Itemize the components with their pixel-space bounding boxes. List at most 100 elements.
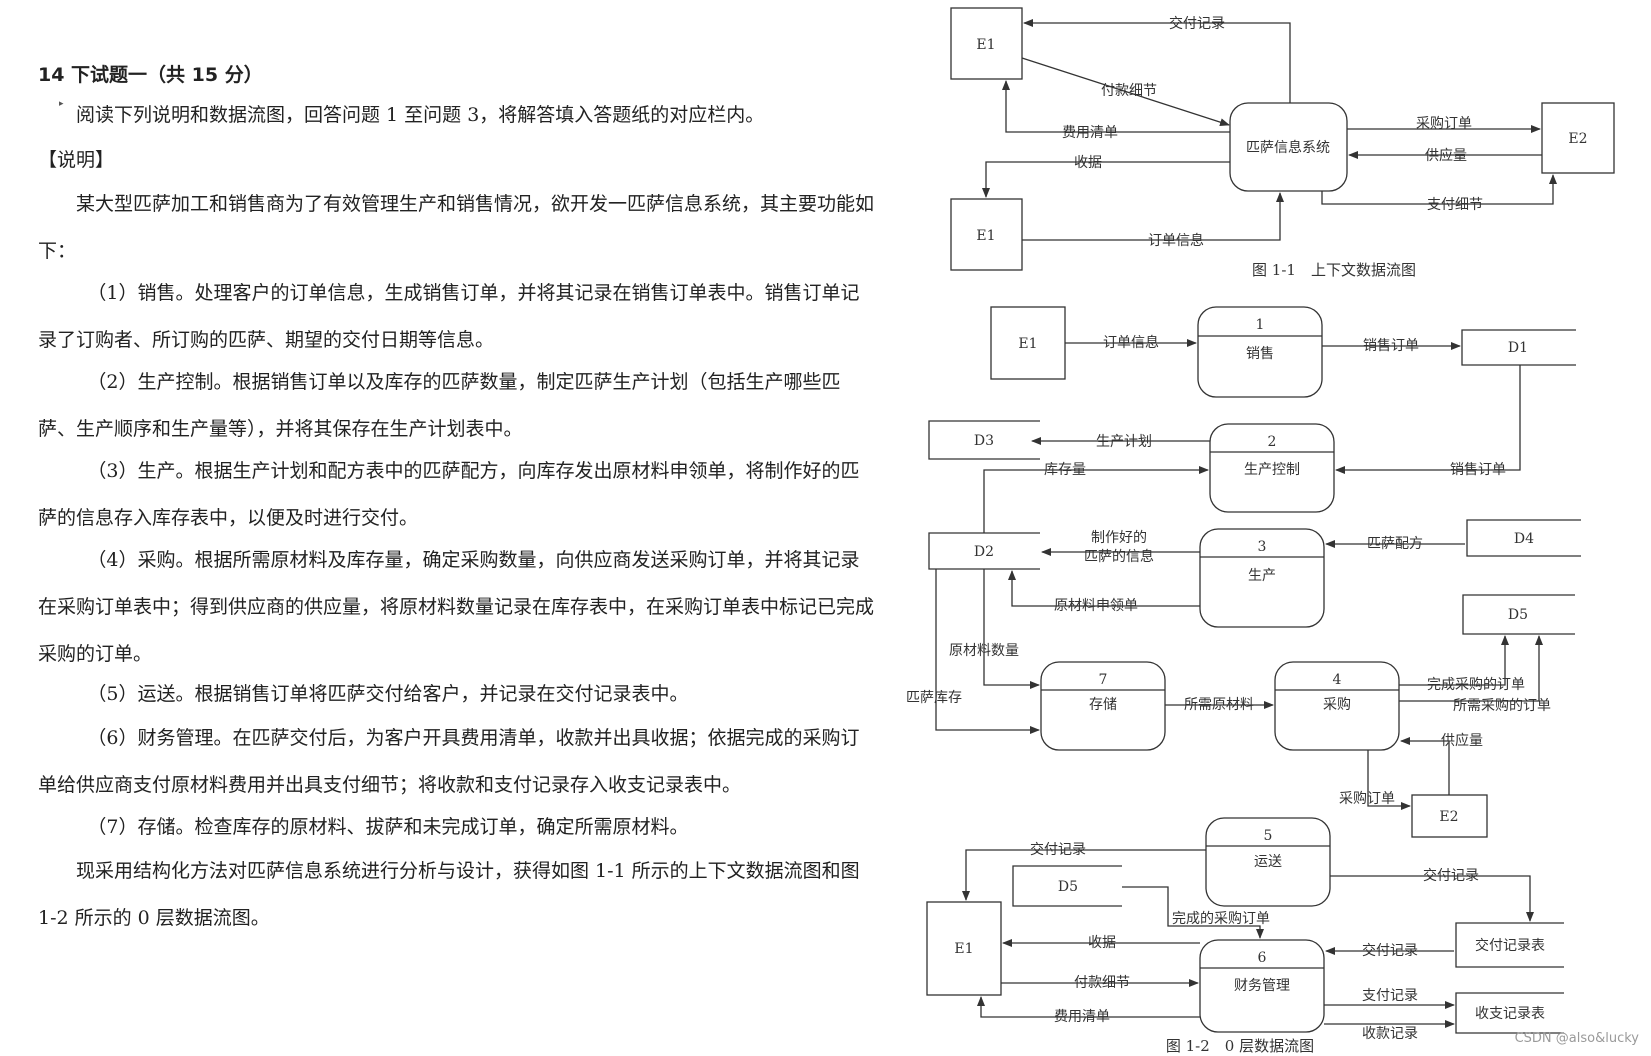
store-d3-shape (928, 420, 1040, 460)
flow-pay-record: 支付记录 (1362, 988, 1418, 1004)
process-7-number: 7 (1099, 672, 1108, 688)
fig1-caption: 图 1-1 上下文数据流图 (1252, 261, 1416, 279)
system-process-box (1229, 102, 1348, 192)
store-d3-label: D3 (974, 433, 994, 449)
process-6-name: 财务管理 (1234, 978, 1290, 994)
flow-production-plan: 生产计划 (1096, 434, 1152, 450)
store-d4-shape (1466, 519, 1581, 557)
process-1-box (1197, 306, 1323, 398)
function-item-6: （6）财务管理。在匹萨交付后，为客户开具费用清单，收款并出具收据；依据完成的采购… (38, 727, 860, 796)
process-1-name: 销售 (1246, 346, 1274, 362)
entity-e1-a-label: E1 (1018, 336, 1037, 352)
function-item-3: （3）生产。根据生产计划和配方表中的匹萨配方，向库存发出原材料申领单，将制作好的… (38, 460, 860, 529)
flow-material-request: 原材料申领单 (1054, 598, 1138, 614)
entity-e2-label: E2 (1439, 809, 1458, 825)
flow-completed-po: 完成采购的订单 (1427, 677, 1525, 693)
flow-receipt: 收据 (1088, 935, 1116, 951)
fig1-system-label: 匹萨信息系统 (1246, 139, 1330, 156)
question-text-panel: 14 下试题一（共 15 分） ▸ 阅读下列说明和数据流图，回答问题 1 至问题… (38, 64, 875, 929)
fig1-flow-expense-list: 费用清单 (1062, 125, 1118, 141)
fig1-e1-bottom-label: E1 (976, 228, 995, 244)
process-4-number: 4 (1333, 672, 1342, 688)
flow-expense-list: 费用清单 (1054, 1009, 1110, 1025)
flow-purchase-order: 采购订单 (1339, 791, 1395, 807)
function-item-4: （4）采购。根据所需原材料及库存量，确定采购数量，向供应商发送采购订单，并将其记… (38, 549, 875, 665)
cursor-mark: ▸ (59, 99, 64, 109)
process-2-name: 生产控制 (1244, 462, 1300, 478)
figure-1-1-context-dfd (950, 7, 1615, 271)
flow-receive-record: 收款记录 (1362, 1026, 1418, 1042)
flow-sales-order-a: 销售订单 (1363, 338, 1419, 354)
store-finance-table-shape (1455, 992, 1564, 1034)
flow-payment-detail: 付款细节 (1074, 975, 1130, 991)
fig1-flow-receipt: 收据 (1074, 155, 1102, 171)
entity-e1-bottom-box (950, 198, 1023, 271)
figure-1-2-level0-dfd (926, 306, 1581, 1034)
process-4-name: 采购 (1323, 697, 1351, 713)
flow-order-info: 订单信息 (1103, 334, 1159, 351)
process-3-name: 生产 (1248, 568, 1276, 584)
fig1-flow-supply: 供应量 (1425, 147, 1467, 164)
fig1-e2-label: E2 (1568, 131, 1587, 147)
store-d5-b-shape (1012, 865, 1122, 907)
process-2-number: 2 (1268, 434, 1277, 450)
function-item-1: （1）销售。处理客户的订单信息，生成销售订单，并将其记录在销售订单表中。销售订单… (38, 282, 860, 351)
fig1-flow-payment-detail: 付款细节 (1101, 83, 1157, 99)
store-d2-label: D2 (974, 544, 994, 560)
flow-pizza-recipe: 匹萨配方 (1367, 536, 1423, 552)
entity-e2-box (1541, 102, 1615, 174)
store-d5-a-label: D5 (1508, 607, 1528, 623)
flow-made-pizza-1: 制作好的 (1091, 530, 1147, 546)
process-7-box (1040, 661, 1166, 751)
function-item-7: （7）存储。检查库存的原材料、拔萨和未完成订单，确定所需原材料。 (87, 816, 689, 838)
entity-e1-b-box (926, 901, 1002, 996)
process-1-number: 1 (1256, 317, 1265, 333)
flow-completed-po-2: 完成的采购订单 (1172, 911, 1270, 927)
process-7-name: 存储 (1089, 697, 1117, 713)
process-5-number: 5 (1264, 828, 1273, 844)
flow-sales-order-b: 销售订单 (1450, 462, 1506, 478)
process-6-box (1199, 939, 1325, 1033)
entity-e1-b-label: E1 (954, 941, 973, 957)
store-finance-table-label: 收支记录表 (1475, 1006, 1545, 1022)
fig2-caption: 图 1-2 0 层数据流图 (1166, 1037, 1314, 1055)
flow-required-material: 所需原材料 (1184, 697, 1254, 713)
fig1-flow-pay-detail: 支付细节 (1427, 197, 1483, 213)
process-5-box (1205, 817, 1331, 907)
flow-delivery-record-a: 交付记录 (1030, 841, 1086, 858)
process-3-box (1199, 528, 1325, 628)
entity-e1-top-box (950, 7, 1023, 80)
process-6-number: 6 (1258, 950, 1267, 966)
store-d1-label: D1 (1508, 340, 1528, 356)
process-2-box (1209, 423, 1335, 513)
flow-stock-qty: 库存量 (1044, 462, 1086, 478)
description-paragraph: 某大型匹萨加工和销售商为了有效管理生产和销售情况，欲开发一匹萨信息系统，其主要功… (38, 193, 875, 262)
closing-paragraph: 现采用结构化方法对匹萨信息系统进行分析与设计，获得如图 1-1 所示的上下文数据… (38, 860, 860, 929)
function-item-5: （5）运送。根据销售订单将匹萨交付给客户，并记录在交付记录表中。 (87, 683, 689, 705)
fig1-e1-top-label: E1 (976, 37, 995, 53)
store-d1-shape (1461, 329, 1576, 366)
flow-material-qty: 原材料数量 (949, 643, 1019, 659)
csdn-watermark: CSDN @also&lucky (1514, 1031, 1639, 1046)
flow-delivery-record-c: 交付记录 (1362, 942, 1418, 959)
fig1-flow-delivery-record: 交付记录 (1169, 15, 1225, 32)
process-3-number: 3 (1258, 539, 1267, 555)
fig1-flow-order-info: 订单信息 (1148, 232, 1204, 249)
flow-pizza-stock: 匹萨库存 (906, 690, 962, 706)
flow-made-pizza-2: 匹萨的信息 (1084, 548, 1154, 565)
flow-needed-po: 所需采购的订单 (1453, 698, 1551, 714)
store-delivery-table-shape (1455, 922, 1564, 968)
fig1-flow-purchase-order: 采购订单 (1416, 116, 1472, 132)
intro-paragraph: 阅读下列说明和数据流图，回答问题 1 至问题 3，将解答填入答题纸的对应栏内。 (76, 104, 765, 126)
store-d5-a-shape (1462, 594, 1575, 635)
function-item-2: （2）生产控制。根据销售订单以及库存的匹萨数量，制定匹萨生产计划（包括生产哪些匹… (38, 371, 841, 440)
process-5-name: 运送 (1254, 854, 1282, 870)
flow-supply: 供应量 (1441, 732, 1483, 749)
process-4-box (1274, 661, 1400, 751)
store-delivery-table-label: 交付记录表 (1475, 937, 1545, 954)
store-d5-b-label: D5 (1058, 879, 1078, 895)
section-heading: 【说明】 (38, 149, 115, 171)
question-title: 14 下试题一（共 15 分） (38, 64, 263, 86)
flow-delivery-record-b: 交付记录 (1423, 867, 1479, 884)
